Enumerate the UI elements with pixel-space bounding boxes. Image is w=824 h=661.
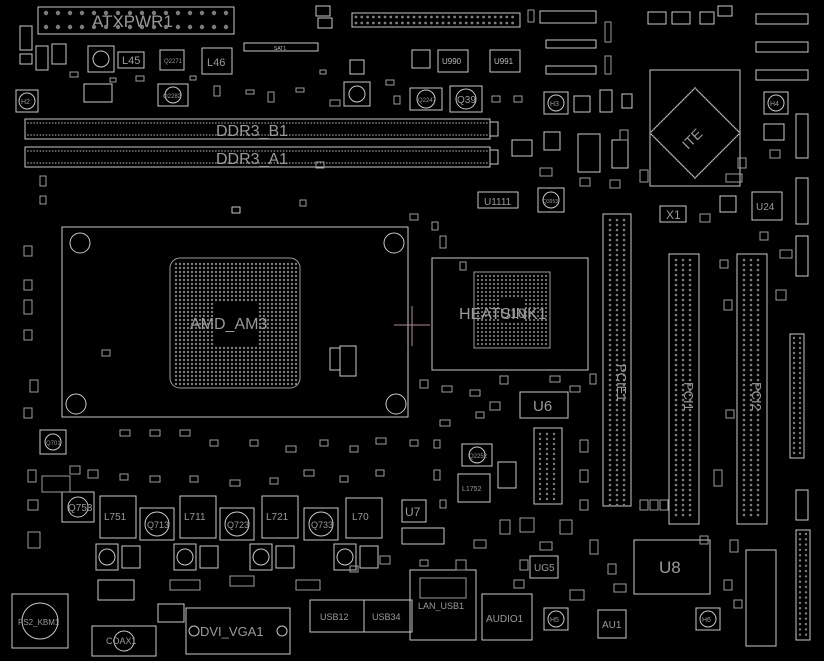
q39-label: Q39: [457, 95, 476, 106]
inductor-l46: L46: [201, 47, 233, 75]
sat1-label: SAT1: [274, 46, 286, 52]
q3953-label: Q3953: [543, 199, 558, 205]
ic-u8: U8: [633, 539, 711, 595]
h5-label: H5: [550, 617, 559, 624]
mount-hole-h5: H5: [543, 607, 569, 631]
l721-label: L721: [266, 512, 289, 523]
ic-au1: AU1: [597, 609, 627, 639]
mount-hole-h6: H6: [695, 607, 721, 631]
h2-label: H2: [21, 99, 30, 106]
q2282-label: Q2282: [163, 94, 182, 100]
capacitor-q2282: Q2282: [157, 83, 189, 107]
vrm-row: Q753 L751 Q713 L711 Q723 L721 Q733 L70: [61, 491, 383, 541]
l711-label: L711: [184, 512, 206, 523]
u990-label: U990: [442, 57, 462, 66]
ic-u24: U24: [751, 191, 783, 221]
ddr3-slot-b1: DDR3_B1: [24, 118, 491, 140]
ic-u991: U991: [489, 49, 521, 73]
sat1-header: SAT1: [243, 42, 319, 52]
u1111-label: U1111: [484, 197, 512, 208]
h4-label: H4: [770, 101, 779, 108]
crystal-x1: X1: [659, 205, 687, 223]
usb34-label: USB34: [372, 612, 401, 622]
pcie1-label: PCIE1: [614, 364, 629, 402]
coax-label: COAX1: [106, 636, 137, 646]
ic-u6: U6: [519, 391, 569, 419]
inductor-l45: L45: [87, 45, 140, 73]
ic-u7: U7: [401, 499, 427, 523]
atx-power-connector: ATXPWR1: [37, 6, 235, 35]
ps2-kbm-connector: PS2_KBM1: [11, 593, 69, 649]
q733-label: Q733: [311, 520, 333, 530]
q2247-label: Q2247: [418, 98, 437, 104]
usb12-label: USB12: [320, 612, 349, 622]
lan-usb-label: LAN_USB1: [418, 601, 464, 611]
lan-usb-connector: LAN_USB1: [409, 569, 477, 641]
q2252-label: Q2252: [469, 454, 488, 460]
q2271-label: Q2271: [164, 59, 183, 65]
h3-label: H3: [550, 101, 559, 108]
cpu-socket-label: AMD_AM3: [190, 316, 267, 333]
x1-label: X1: [666, 208, 681, 222]
audio-connector: AUDIO1: [481, 593, 533, 641]
capacitor-q2271: Q2271: [159, 49, 185, 71]
mount-hole-h3: H3: [543, 91, 569, 115]
capacitor-q39: Q39: [449, 85, 483, 113]
q701-label: Q701: [46, 441, 61, 447]
ps2kb-label: PS2_KBM1: [18, 618, 60, 627]
u24-label: U24: [756, 202, 775, 213]
h6-label: H6: [702, 617, 711, 624]
q753-label: Q753: [68, 503, 93, 514]
ddr3-a1-label: DDR3_A1: [216, 151, 288, 168]
q723-label: Q723: [227, 520, 249, 530]
inductor-l1752: L1752: [457, 473, 491, 503]
heatsink-label: HEATSINK1: [459, 306, 547, 323]
dvi-vga-connector: DVI_VGA1: [185, 607, 291, 655]
ddr3-slot-a1: DDR3_A1: [24, 146, 491, 168]
cpu-socket-am3: AMD_AM3: [61, 226, 409, 418]
l46-label: L46: [207, 57, 225, 69]
capacitor-q2247: Q2247: [409, 87, 443, 111]
ug5-label: UG5: [534, 563, 555, 574]
q713-label: Q713: [147, 520, 169, 530]
usb34-connector: USB34: [363, 599, 413, 633]
u8-label: U8: [659, 558, 681, 577]
ic-u990: U990: [437, 49, 469, 73]
l1752-label: L1752: [462, 486, 482, 493]
pci-slot-2: PCI2: [736, 253, 768, 525]
u6-label: U6: [533, 398, 552, 415]
l751-label: L751: [104, 512, 127, 523]
l45-label: L45: [122, 55, 140, 67]
pcie-slot-1: PCIE1: [602, 213, 632, 507]
pci2-label: PCI2: [749, 382, 764, 411]
u991-label: U991: [494, 57, 514, 66]
coax-connector: COAX1: [91, 625, 157, 657]
chipset-label: U10: [500, 305, 526, 321]
capacitor-q3953: Q3953: [537, 187, 565, 213]
ic-u885: [577, 133, 601, 173]
mount-hole-h2: H2: [15, 89, 39, 113]
au1-label: AU1: [602, 620, 622, 631]
ddr3-b1-label: DDR3_B1: [216, 123, 288, 140]
pci1-label: PCI1: [681, 382, 696, 411]
mount-hole-h4: H4: [763, 91, 789, 115]
capacitor-q2252: Q2252: [461, 443, 493, 467]
u7-label: U7: [405, 505, 421, 519]
l70-label: L70: [352, 512, 369, 523]
ic-u1111: U1111: [477, 191, 519, 209]
dvi-vga-label: DVI_VGA1: [200, 624, 264, 639]
capacitor-q701: Q701: [39, 429, 67, 455]
ic-ug5: UG5: [529, 555, 559, 579]
top-pin-header: [351, 12, 521, 28]
pci-slot-1: PCI1: [668, 253, 700, 525]
chipset-heatsink: HEATSINK1 U10: [431, 257, 589, 371]
audio-label: AUDIO1: [486, 614, 524, 625]
